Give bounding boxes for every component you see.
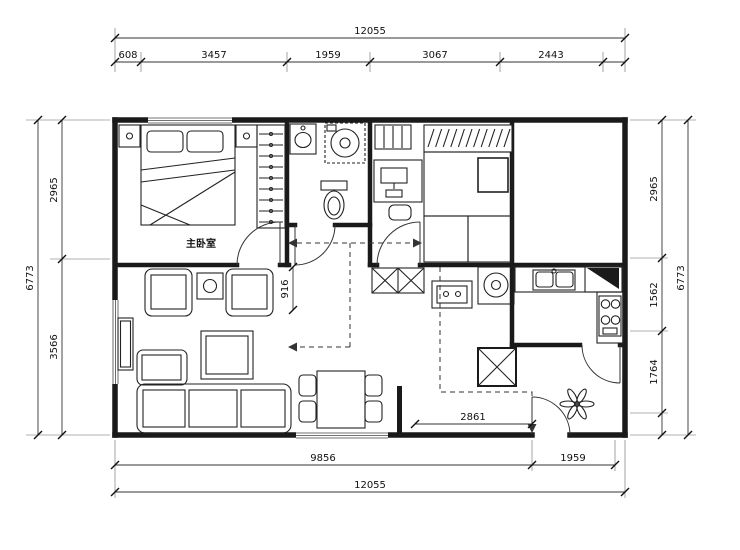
dim-text: 12055 [354,26,386,37]
dining-chair [298,400,317,423]
dim-top-overall: 12055 [110,26,630,43]
pipe-shaft [477,347,517,387]
hall-cabinets [371,266,515,309]
laundry-unit [477,266,515,305]
dim-left-overall: 6773 [25,115,43,440]
dim-text: 2861 [460,412,485,423]
tv-cabinet [117,317,134,371]
door-kitchen [581,344,621,384]
master-bedroom-label: 主卧室 [186,237,216,250]
kitchen-sink [532,268,576,291]
double-bed [140,124,236,226]
sideboard [431,280,473,309]
dim-text: 3566 [49,334,60,359]
dim-bottom-overall: 12055 [110,480,630,497]
dim-text: 1959 [315,50,340,61]
side-table [196,272,224,300]
dim-text: 9856 [310,453,335,464]
window-dining [296,431,388,439]
entry-hall [477,347,595,420]
dim-text: 12055 [354,480,386,491]
dim-text: 916 [280,279,291,298]
wardrobe-hanger-row [423,124,513,153]
bathroom [289,122,366,220]
kitchen-counter-side [596,291,624,344]
shelf-unit [374,124,412,150]
dim-text: 6773 [676,265,687,290]
plant [559,388,595,420]
washbasin [289,123,317,155]
dim-text: 608 [118,50,137,61]
dim-text: 1764 [649,359,660,384]
stove [598,295,622,337]
dim-text: 1959 [560,453,585,464]
dim-right-overall: 6773 [676,115,693,440]
shoe-cabinet [371,267,425,294]
circulation-paths [288,238,537,433]
dining-area [298,370,402,435]
window-symbols [111,117,388,439]
door-master [236,221,281,266]
computer-desk [373,159,423,203]
storage-cabinet-unit [423,151,513,263]
dim-text: 2443 [538,50,563,61]
screen-partition [397,386,402,435]
living-room [117,268,292,434]
dim-right-segments: 2965 1562 1764 [649,115,667,440]
dining-table [316,370,366,429]
dim-text: 2965 [649,176,660,201]
armchair-left [144,268,193,317]
dim-top-segments: 608 3457 1959 3067 2443 [110,50,630,67]
dim-text: 3457 [201,50,226,61]
kitchen-counter-top [514,266,624,293]
window-master [148,117,232,124]
desk-chair [388,204,412,221]
nightstand-left [118,124,141,148]
arrow-right-icon [413,238,422,248]
kitchen [514,265,624,344]
dim-text: 6773 [25,265,36,290]
dining-chair [298,374,317,397]
arrow-left-icon [288,238,297,248]
arrow-left-icon [288,342,297,352]
dim-bottom-segments: 9856 1959 [110,453,620,470]
toilet [320,180,348,220]
dim-entry-width: 2861 [410,412,537,429]
dim-left-segments: 2965 3566 [49,115,67,440]
window-living [111,300,119,384]
washing-machine [324,122,366,164]
dim-text: 3067 [422,50,447,61]
study-room [373,124,513,263]
sofa-main [136,383,292,434]
walls [112,117,628,438]
dim-text: 2965 [49,177,60,202]
coffee-table [200,330,254,380]
armchair-right [225,268,274,317]
dim-text: 1562 [649,282,660,307]
sofa-chaise [136,349,188,386]
dimension-annotations: 12055 608 3457 1959 3067 2443 6773 2965 … [25,26,696,498]
dim-corridor-width: 916 [280,262,298,315]
